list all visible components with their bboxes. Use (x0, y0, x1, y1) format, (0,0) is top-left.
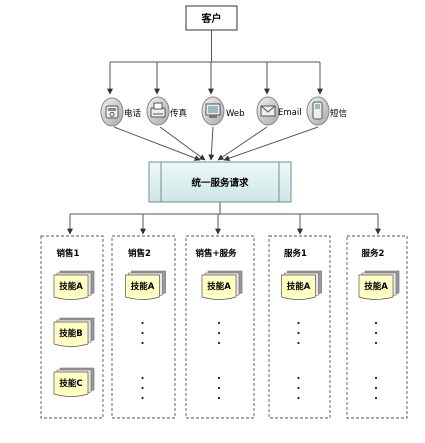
agent-group: 服务1 技能A (268, 235, 331, 419)
more-items-ellipsis (141, 321, 144, 400)
agent-group: 销售1 技能A 技能B 技能C (40, 235, 104, 419)
skill-label: 技能C (59, 378, 82, 389)
group-title: 服务1 (284, 248, 307, 259)
skill-label: 技能A (364, 281, 388, 292)
skill-card: 技能A (358, 270, 400, 300)
channel-email-label: Email (278, 108, 302, 118)
group-title: 销售+服务 (195, 248, 237, 259)
web-icon (205, 103, 221, 118)
agent-group: 服务2 技能A (346, 235, 408, 419)
agent-group: 销售2 技能A (111, 235, 176, 419)
unified-request-label: 统一服务请求 (191, 177, 249, 189)
more-items-ellipsis (374, 321, 378, 400)
channel-sms: 短信 (306, 96, 348, 126)
group-title: 服务2 (362, 248, 385, 259)
request-fanout-lines (67, 202, 381, 235)
skill-card: 技能A (125, 270, 166, 300)
unified-request-node: 统一服务请求 (148, 161, 292, 203)
channel-sms-label: 短信 (330, 108, 348, 119)
skill-label: 技能B (59, 328, 82, 339)
channel-phone: 电话 (100, 97, 142, 127)
skill-card: 技能A (53, 270, 95, 300)
channel-fax-label: 传真 (170, 108, 188, 119)
skill-card: 技能A (201, 270, 243, 300)
skill-label: 技能A (207, 281, 231, 292)
skill-label: 技能A (287, 281, 311, 292)
group-title: 销售2 (128, 248, 151, 259)
skill-label: 技能A (59, 281, 83, 292)
phone-icon (105, 105, 119, 119)
skill-card: 技能C (53, 367, 95, 397)
customer-node: 客户 (185, 5, 238, 31)
channel-web-label: Web (226, 109, 245, 119)
channel-web: Web (201, 96, 245, 126)
channel-fax: 传真 (146, 96, 188, 126)
sms-icon (312, 101, 323, 120)
skill-card: 技能B (53, 317, 95, 347)
fax-icon (150, 102, 166, 118)
customer-label: 客户 (201, 12, 222, 25)
more-items-ellipsis (297, 321, 300, 400)
skill-card: 技能A (281, 270, 322, 300)
channel-converge-arrows (113, 126, 319, 162)
channel-email: Email (256, 96, 302, 126)
more-items-ellipsis (217, 321, 221, 400)
group-title: 销售1 (57, 248, 80, 259)
skill-label: 技能A (131, 281, 155, 292)
channel-phone-label: 电话 (124, 108, 142, 119)
customer-fanout-lines (107, 30, 323, 95)
email-icon (260, 105, 276, 117)
